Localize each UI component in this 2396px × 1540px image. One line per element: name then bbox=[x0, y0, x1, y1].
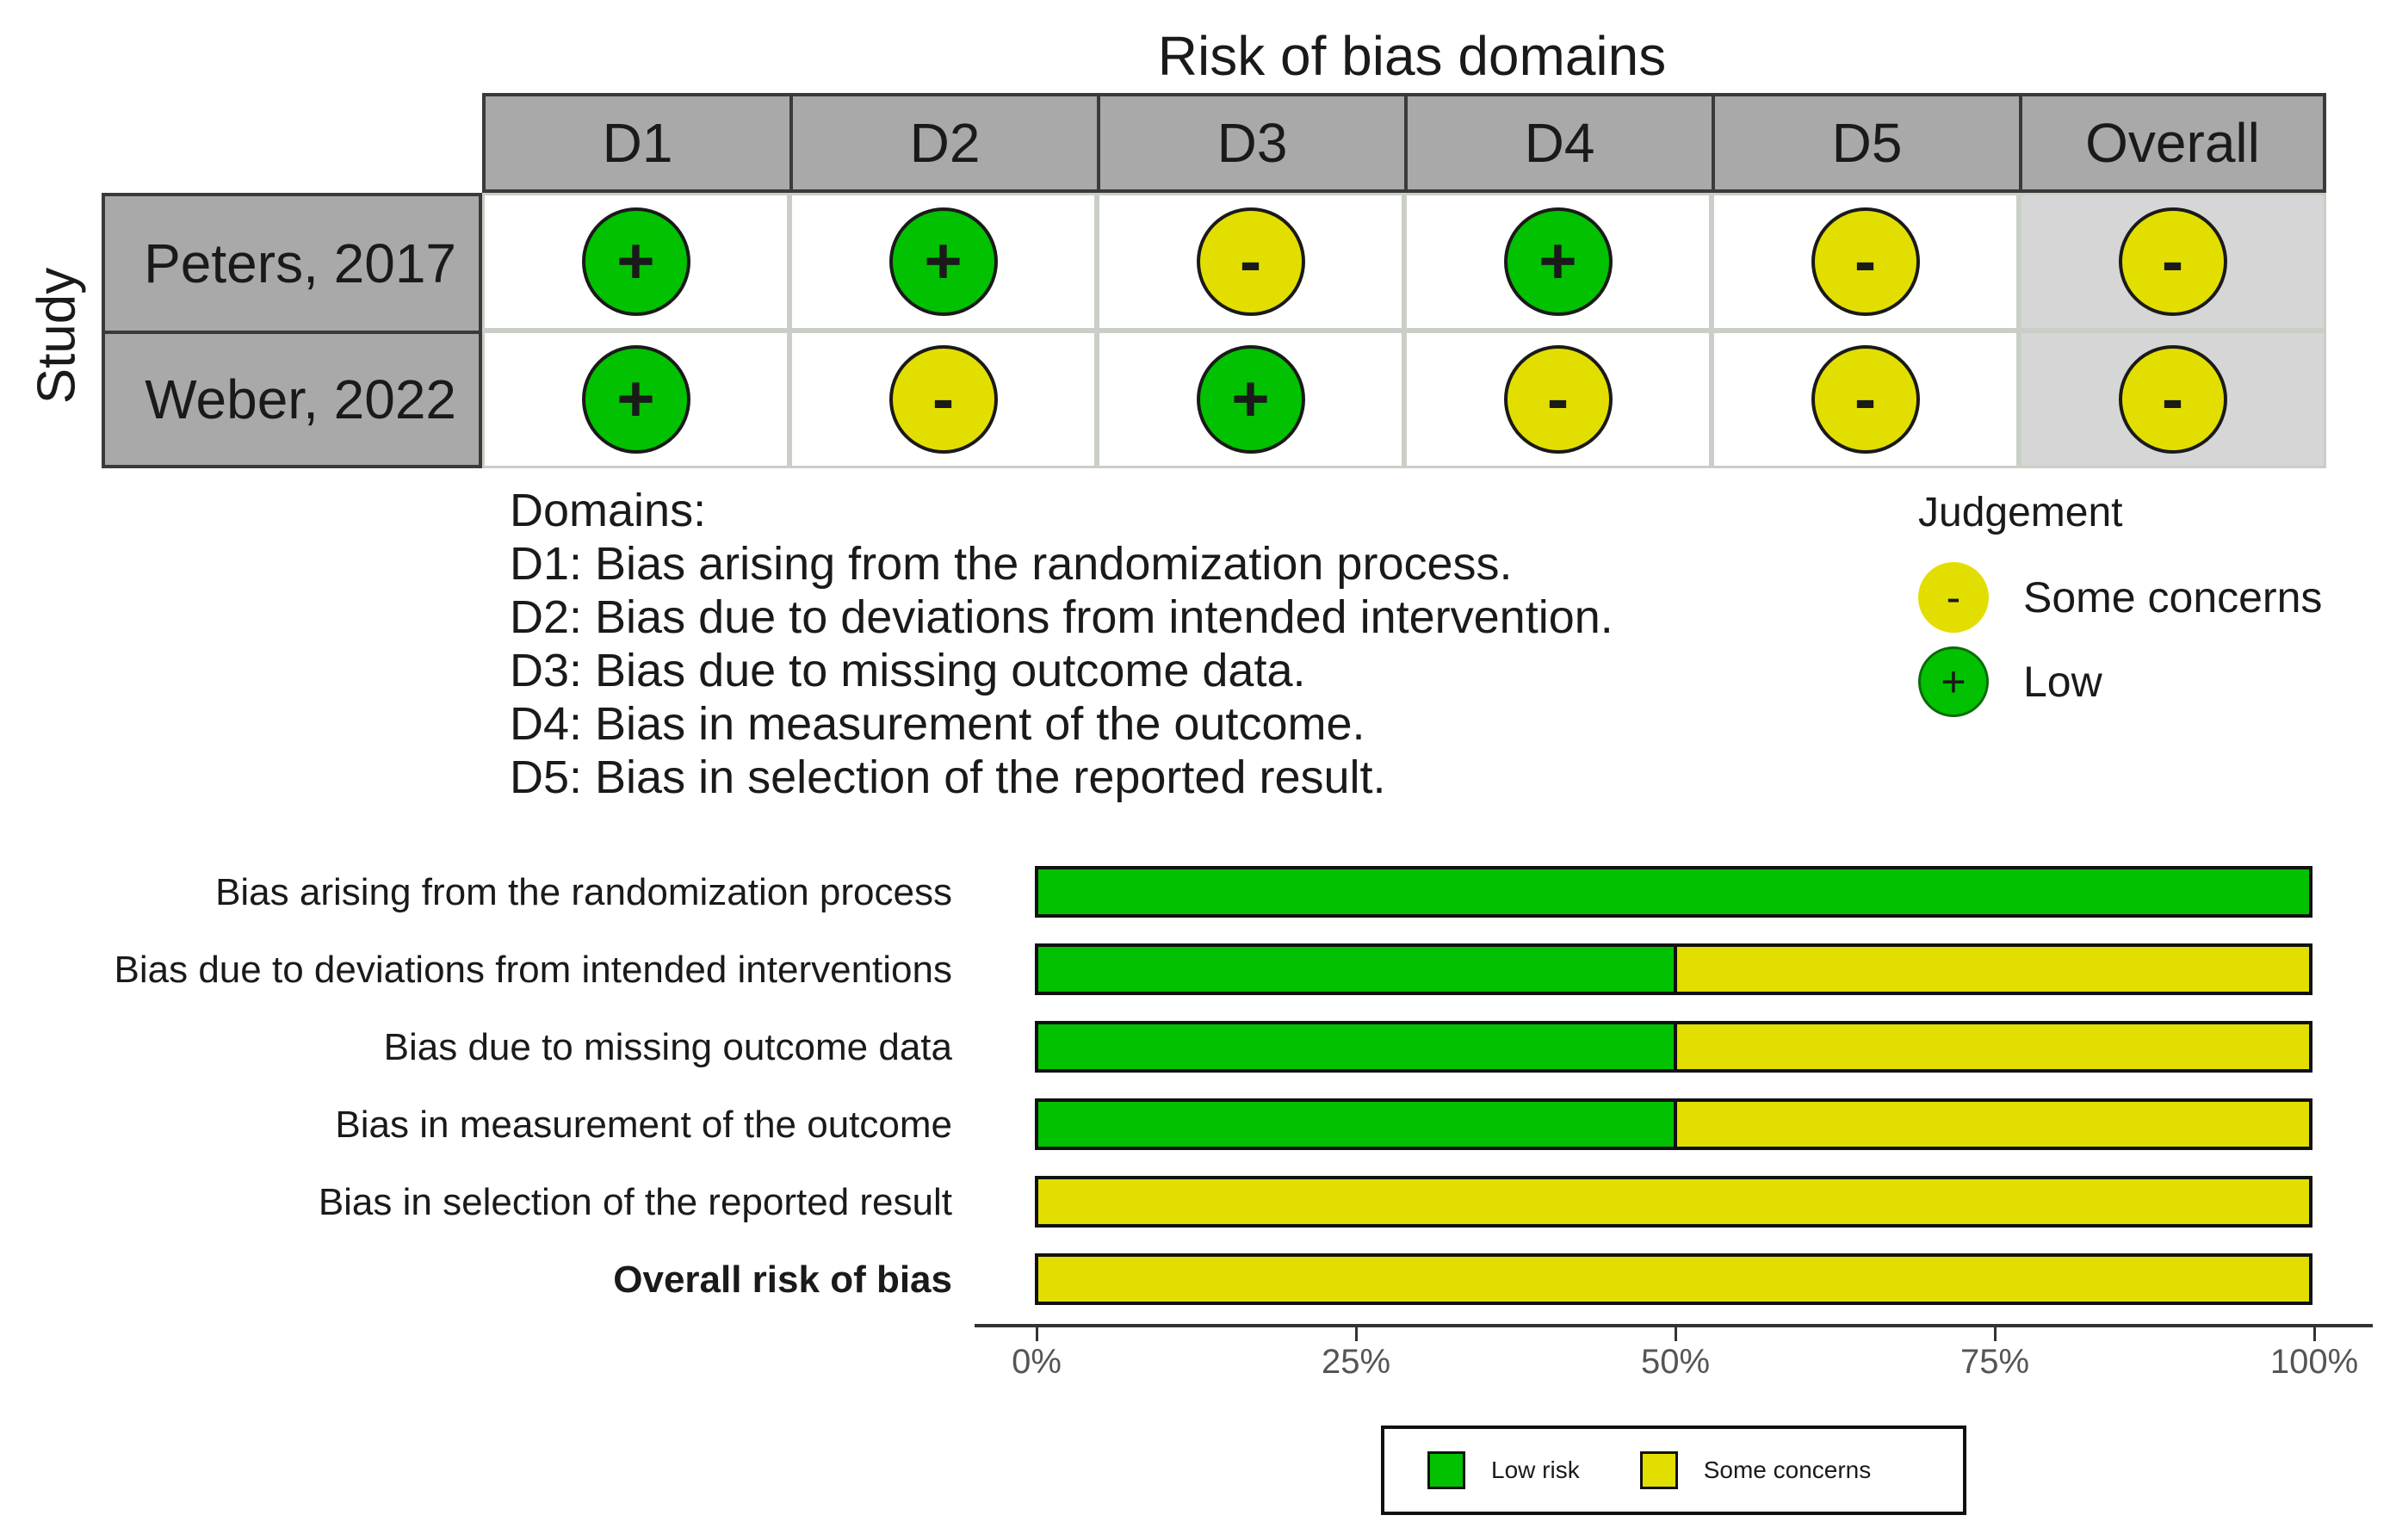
some-concerns-icon: - bbox=[1811, 207, 1920, 316]
stacked-bar bbox=[1035, 943, 2312, 995]
stacked-bar bbox=[1035, 1098, 2312, 1150]
low-risk-icon: + bbox=[581, 207, 690, 316]
bar-category-label: Overall risk of bias bbox=[613, 1259, 952, 1301]
stacked-bar bbox=[1035, 1253, 2312, 1305]
judgement-cell: - bbox=[2019, 193, 2326, 331]
domain-note-d5: D5: Bias in selection of the reported re… bbox=[510, 751, 1386, 803]
study-label: Peters, 2017 bbox=[102, 193, 482, 334]
domain-header-d1: D1 bbox=[482, 93, 793, 193]
judgement-legend: Judgement - Some concerns + Low bbox=[1918, 489, 2322, 724]
domain-header-d4: D4 bbox=[1404, 93, 1715, 193]
bar-segment-low-risk bbox=[1038, 869, 2309, 914]
bar-category-label: Bias in measurement of the outcome bbox=[335, 1104, 952, 1146]
x-axis-tick bbox=[2313, 1326, 2316, 1341]
x-axis-line bbox=[975, 1324, 2373, 1327]
judgement-cell: + bbox=[482, 331, 789, 468]
study-label: Weber, 2022 bbox=[102, 331, 482, 468]
x-axis-tick bbox=[1355, 1326, 1358, 1341]
stacked-bar bbox=[1035, 1021, 2312, 1073]
bar-category-label: Bias arising from the randomization proc… bbox=[215, 871, 952, 913]
bar-chart-legend: Low risk Some concerns bbox=[1381, 1426, 1966, 1515]
low-risk-icon: + bbox=[1503, 207, 1613, 316]
domain-header-d2: D2 bbox=[789, 93, 1100, 193]
legend-key-low-risk bbox=[1427, 1451, 1465, 1489]
domain-notes: Domains: D1: Bias arising from the rando… bbox=[510, 484, 1613, 804]
domain-header-d3: D3 bbox=[1097, 93, 1408, 193]
x-axis-tick-label: 75% bbox=[1960, 1343, 2030, 1381]
bar-segment-low-risk bbox=[1038, 947, 1674, 992]
judgement-cell: - bbox=[1712, 193, 2019, 331]
low-risk-icon: + bbox=[1196, 345, 1305, 454]
judgement-legend-title: Judgement bbox=[1918, 490, 2123, 535]
legend-label-low-risk: Low risk bbox=[1491, 1457, 1580, 1483]
judgement-cell: + bbox=[789, 193, 1097, 331]
x-axis-tick-label: 50% bbox=[1640, 1343, 1711, 1381]
domain-header-d5: D5 bbox=[1712, 93, 2022, 193]
x-axis-tick-label: 0% bbox=[1012, 1343, 1062, 1381]
study-axis-label: Study bbox=[27, 267, 87, 405]
bar-segment-some-concerns bbox=[1674, 947, 2309, 992]
bar-segment-low-risk bbox=[1038, 1102, 1674, 1147]
x-axis-tick bbox=[1994, 1326, 1997, 1341]
judgement-cell: - bbox=[1097, 193, 1404, 331]
legend-label-some-concerns: Some concerns bbox=[2023, 573, 2323, 622]
low-risk-icon: + bbox=[1918, 646, 1989, 717]
some-concerns-icon: - bbox=[1811, 345, 1920, 454]
some-concerns-icon: - bbox=[1918, 562, 1989, 633]
legend-label-low: Low bbox=[2023, 658, 2102, 706]
legend-item-low: + Low bbox=[1918, 640, 2322, 724]
domain-note-d3: D3: Bias due to missing outcome data. bbox=[510, 645, 1306, 696]
bar-segment-low-risk bbox=[1038, 1024, 1674, 1069]
domain-header-overall: Overall bbox=[2019, 93, 2326, 193]
x-axis-tick-label: 100% bbox=[2269, 1343, 2359, 1381]
bar-segment-some-concerns bbox=[1038, 1257, 2309, 1302]
judgement-cell: + bbox=[1097, 331, 1404, 468]
legend-item-some-concerns: - Some concerns bbox=[1918, 555, 2322, 640]
some-concerns-icon: - bbox=[2118, 345, 2227, 454]
stacked-bar bbox=[1035, 1176, 2312, 1228]
domain-note-d4: D4: Bias in measurement of the outcome. bbox=[510, 698, 1365, 750]
some-concerns-icon: - bbox=[2118, 207, 2227, 316]
bar-category-label: Bias due to missing outcome data bbox=[383, 1026, 952, 1068]
stacked-bar bbox=[1035, 866, 2312, 918]
domain-note-d1: D1: Bias arising from the randomization … bbox=[510, 538, 1513, 590]
domain-note-d2: D2: Bias due to deviations from intended… bbox=[510, 591, 1613, 643]
x-axis-tick bbox=[1675, 1326, 1677, 1341]
legend-label-some-concerns-bar: Some concerns bbox=[1703, 1457, 1872, 1483]
bar-category-label: Bias due to deviations from intended int… bbox=[114, 949, 952, 991]
low-risk-icon: + bbox=[888, 207, 998, 316]
low-risk-icon: + bbox=[581, 345, 690, 454]
judgement-cell: + bbox=[482, 193, 789, 331]
judgement-cell: - bbox=[789, 331, 1097, 468]
x-axis-tick bbox=[1036, 1326, 1038, 1341]
some-concerns-icon: - bbox=[888, 345, 998, 454]
legend-key-some-concerns bbox=[1639, 1451, 1678, 1489]
bar-segment-some-concerns bbox=[1674, 1024, 2309, 1069]
bar-segment-some-concerns bbox=[1038, 1179, 2309, 1224]
x-axis-tick-label: 25% bbox=[1321, 1343, 1391, 1381]
bar-category-label: Bias in selection of the reported result bbox=[318, 1181, 952, 1223]
domain-notes-heading: Domains: bbox=[510, 485, 707, 536]
some-concerns-icon: - bbox=[1503, 345, 1613, 454]
judgement-cell: - bbox=[2019, 331, 2326, 468]
some-concerns-icon: - bbox=[1196, 207, 1305, 316]
traffic-light-title: Risk of bias domains bbox=[1157, 25, 1667, 87]
judgement-cell: + bbox=[1404, 193, 1712, 331]
judgement-cell: - bbox=[1404, 331, 1712, 468]
bar-segment-some-concerns bbox=[1674, 1102, 2309, 1147]
judgement-cell: - bbox=[1712, 331, 2019, 468]
